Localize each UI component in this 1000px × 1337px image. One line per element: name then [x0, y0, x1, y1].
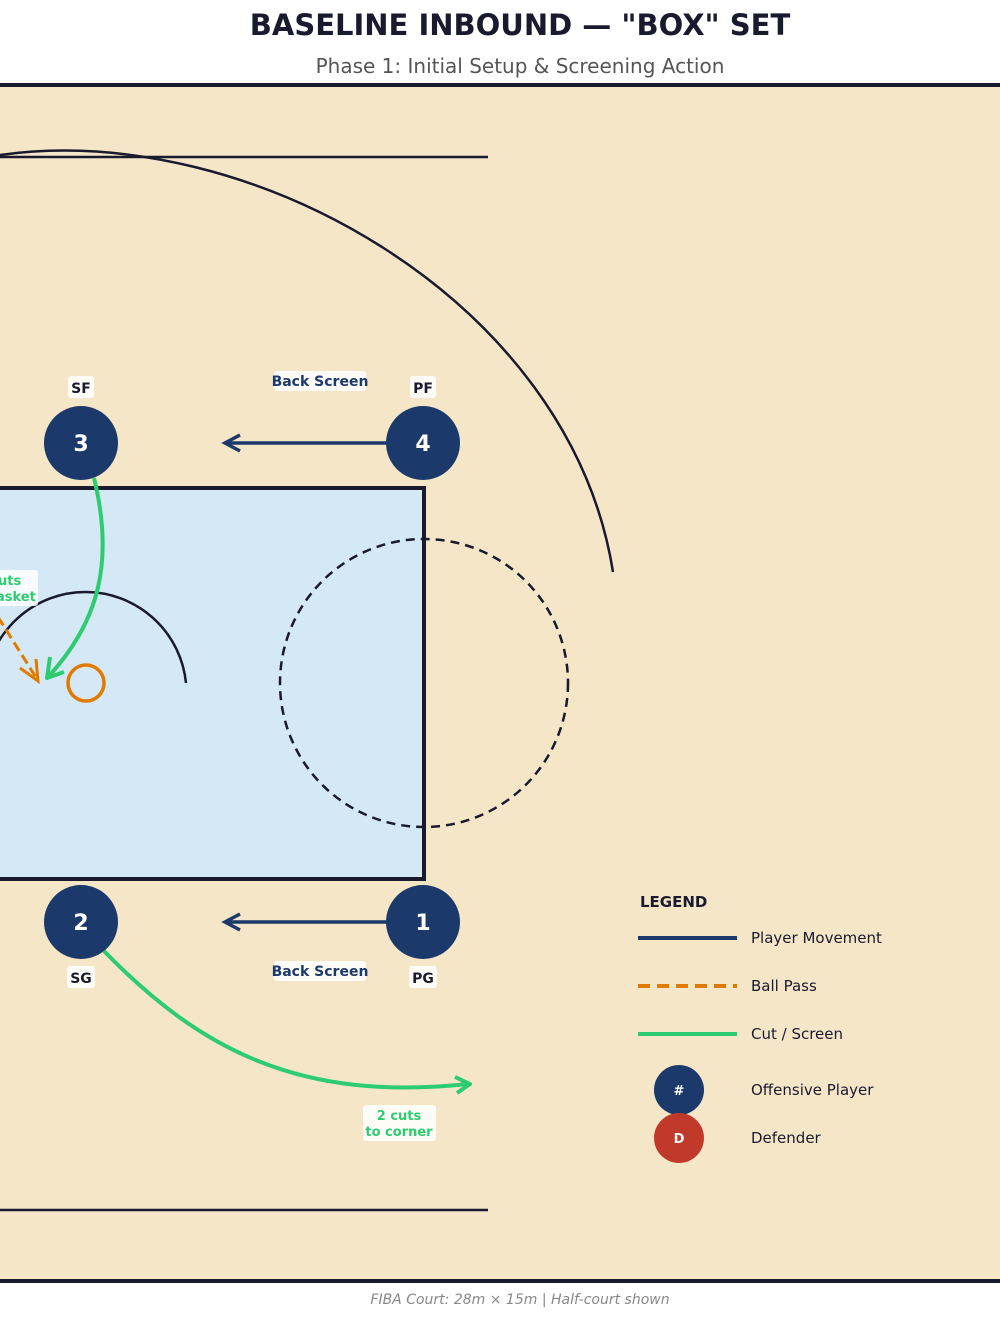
three-point-arc: [0, 149, 615, 573]
back-screen-label-bottom: Back Screen: [272, 961, 369, 981]
svg-text:Back Screen: Back Screen: [272, 374, 369, 390]
player-pf[interactable]: PF 4: [386, 376, 460, 480]
back-screen-arrowhead-top: [221, 433, 241, 453]
cut-path-sg-to-corner: [102, 949, 469, 1090]
svg-text:Cut / Screen: Cut / Screen: [751, 1025, 843, 1043]
cut-arrowhead-basket: [45, 656, 65, 680]
svg-text:Defender: Defender: [751, 1129, 822, 1147]
svg-text:Player Movement: Player Movement: [751, 929, 882, 947]
svg-text:Ball Pass: Ball Pass: [751, 977, 817, 995]
offense-circle-icon: [654, 1065, 704, 1115]
player-number: 4: [415, 432, 430, 457]
player-pg[interactable]: 1 PG: [386, 885, 460, 988]
player-number: 1: [415, 911, 430, 936]
page-title: BASELINE INBOUND — "BOX" SET: [249, 8, 791, 42]
svg-text:to corner: to corner: [365, 1125, 433, 1140]
restricted-area-arc: [0, 590, 188, 684]
free-throw-circle: [278, 537, 570, 829]
player-position-label: PG: [412, 971, 434, 987]
svg-text:uts: uts: [0, 574, 21, 589]
svg-text:asket: asket: [0, 590, 36, 605]
legend-item-cut-screen: Cut / Screen: [638, 1025, 843, 1043]
cut-path-sf-to-basket: [47, 477, 105, 678]
defense-circle-icon: [654, 1113, 704, 1163]
back-screen-label-top: Back Screen: [272, 371, 369, 391]
legend: LEGEND Player Movement Ball Pass Cut / S…: [638, 893, 882, 1163]
paint-key: [0, 486, 426, 881]
legend-item-ball-pass: Ball Pass: [638, 977, 817, 995]
offense-player-circle: [44, 885, 118, 959]
rim: [66, 663, 106, 703]
player-position-label: PF: [413, 381, 433, 397]
svg-text:D: D: [674, 1132, 685, 1147]
ball-pass-arrowhead: [19, 658, 40, 685]
player-sg[interactable]: 2 SG: [44, 885, 118, 988]
ball-pass-path: [0, 617, 39, 680]
player-sf[interactable]: SF 3: [44, 376, 118, 480]
player-position-label: SG: [70, 971, 92, 987]
svg-text:Back Screen: Back Screen: [272, 964, 369, 980]
back-screen-arrowhead-bottom: [221, 912, 241, 932]
cut-corner-label: 2 cuts to corner: [363, 1105, 436, 1141]
svg-text:#: #: [674, 1084, 685, 1099]
svg-text:Offensive Player: Offensive Player: [751, 1081, 874, 1099]
court-footer-note: FIBA Court: 28m × 15m | Half-court shown: [370, 1292, 670, 1308]
offense-player-circle: [386, 406, 460, 480]
offense-player-circle: [44, 406, 118, 480]
cut-arrowhead-corner: [454, 1075, 472, 1095]
legend-title: LEGEND: [640, 893, 707, 911]
page-subtitle: Phase 1: Initial Setup & Screening Actio…: [315, 54, 725, 78]
player-number: 2: [73, 911, 88, 936]
legend-item-player-movement: Player Movement: [638, 929, 882, 947]
svg-text:2 cuts: 2 cuts: [377, 1109, 422, 1124]
player-position-label: SF: [71, 381, 91, 397]
legend-item-defender: D Defender: [654, 1113, 822, 1163]
offense-player-circle: [386, 885, 460, 959]
cut-basket-label: uts asket: [0, 570, 38, 606]
player-number: 3: [73, 432, 88, 457]
legend-item-offensive-player: # Offensive Player: [654, 1065, 874, 1115]
